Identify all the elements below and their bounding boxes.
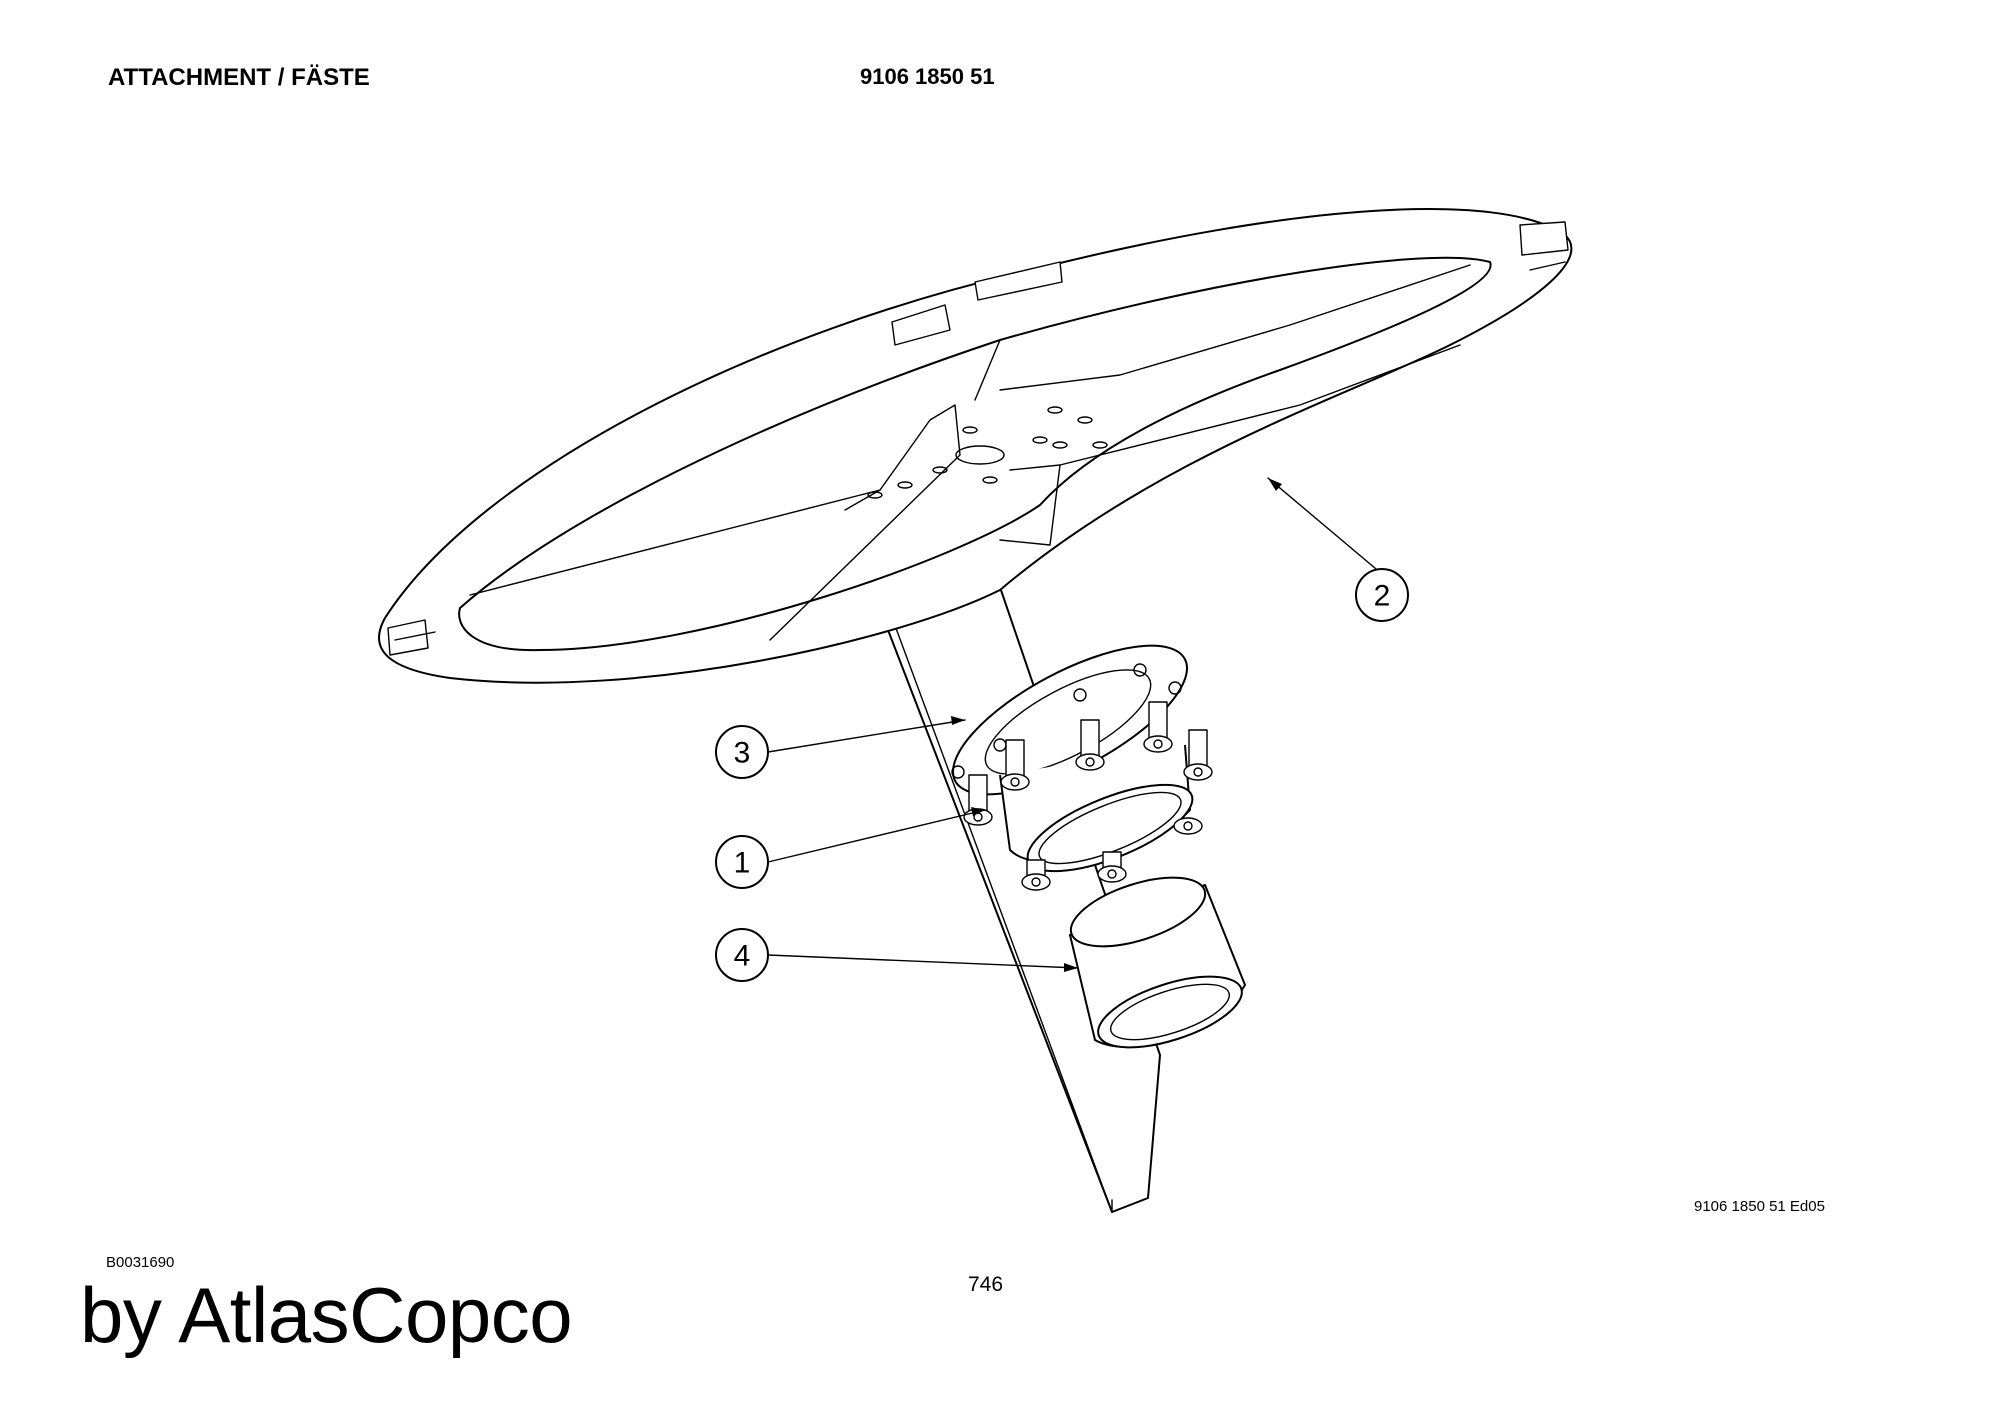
callout-4: 4 xyxy=(715,928,769,982)
brand-watermark: by AtlasCopco xyxy=(80,1271,573,1359)
callout-2-label: 2 xyxy=(1374,580,1391,613)
document-title: ATTACHMENT / FÄSTE xyxy=(108,64,370,91)
callout-1-label: 1 xyxy=(734,847,751,880)
screws-part xyxy=(963,701,1213,891)
callout-3-label: 3 xyxy=(734,737,751,770)
page-number: 746 xyxy=(968,1273,1004,1296)
callout-4-label: 4 xyxy=(734,940,751,973)
callout-2: 2 xyxy=(1355,568,1409,622)
drawing-edition: 9106 1850 51 Ed05 xyxy=(1694,1198,1825,1215)
sleeve-part xyxy=(1069,876,1246,1049)
frame-part xyxy=(377,208,1573,684)
callout-3: 3 xyxy=(715,725,769,779)
leader-lines xyxy=(767,477,1383,972)
callout-1: 1 xyxy=(715,835,769,889)
part-number: 9106 1850 51 xyxy=(860,64,995,89)
reference-code: B0031690 xyxy=(106,1254,175,1271)
